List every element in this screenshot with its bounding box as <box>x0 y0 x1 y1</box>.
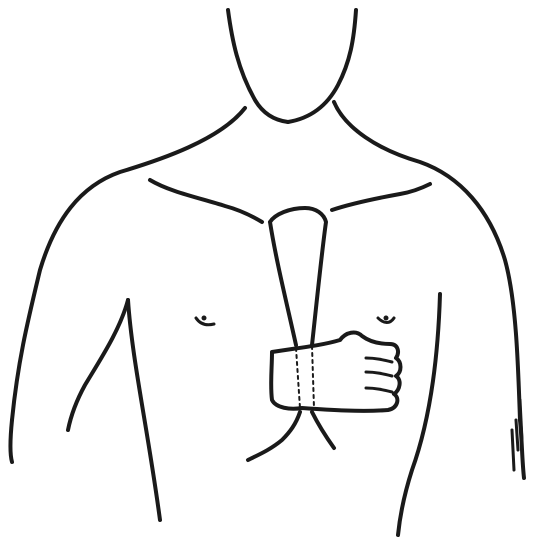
left-collarbone <box>150 180 262 222</box>
finger-crease-3 <box>366 388 392 392</box>
xiphoid-lines <box>248 412 334 460</box>
right-collarbone <box>332 184 430 210</box>
right-shoulder-line <box>334 102 520 420</box>
fist-outline <box>271 333 400 411</box>
left-nipple-dot <box>202 316 207 321</box>
left-torso-edge <box>128 300 160 520</box>
sternum <box>270 208 326 345</box>
left-side-line <box>68 300 128 430</box>
sternum-hidden-right <box>312 346 314 408</box>
neck-left-line <box>228 10 288 122</box>
right-torso-edge <box>398 294 440 535</box>
finger-crease-2 <box>366 372 392 376</box>
right-nipple-dot <box>384 316 389 321</box>
right-arm-shading <box>512 400 522 470</box>
finger-crease-1 <box>366 358 392 362</box>
sternum-hidden-left <box>296 348 300 408</box>
left-shoulder-line <box>12 108 245 420</box>
neck-right-line <box>288 10 356 122</box>
left-arm-outer <box>11 420 13 462</box>
